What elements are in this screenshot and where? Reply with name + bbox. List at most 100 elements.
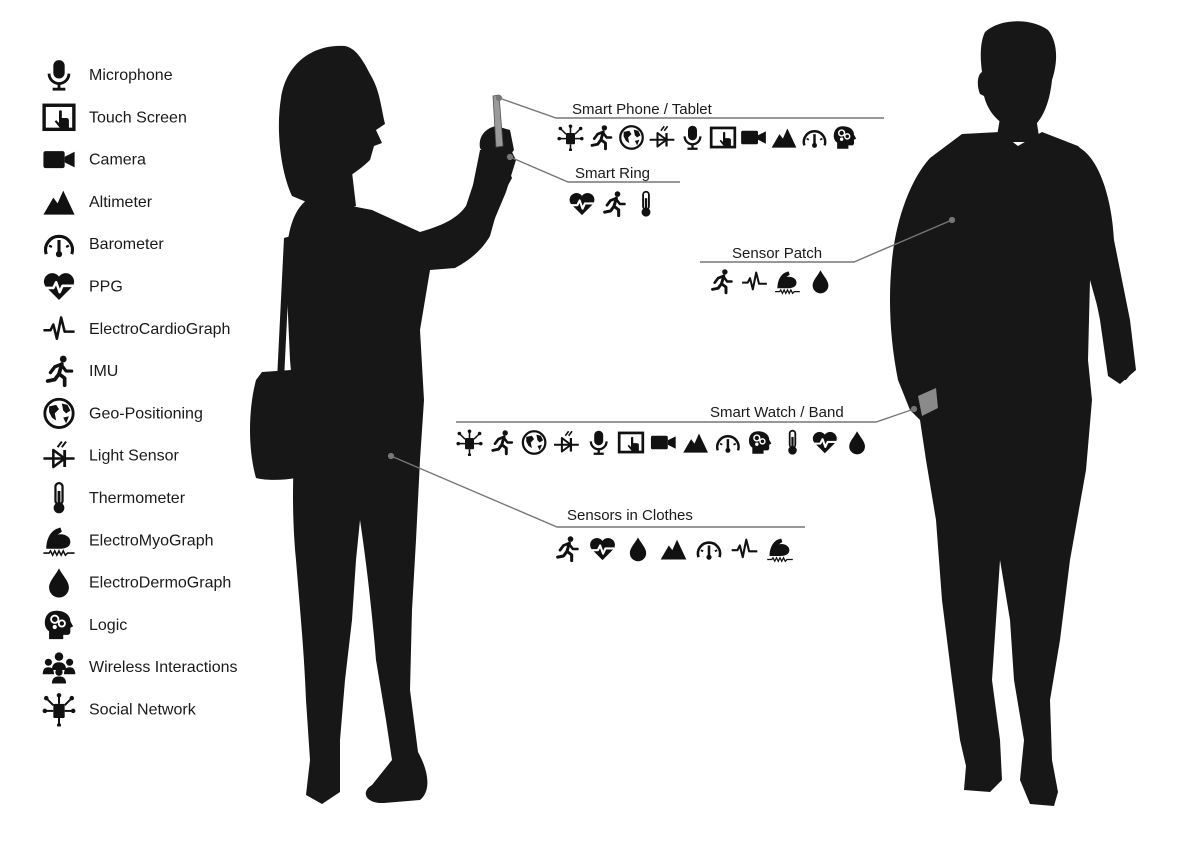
altimeter-icon bbox=[43, 190, 75, 215]
altimeter-icon bbox=[660, 539, 687, 560]
imu-icon bbox=[711, 268, 734, 295]
legend-item-wireless: Wireless Interactions bbox=[42, 652, 238, 684]
device-patch-label: Sensor Patch bbox=[732, 245, 822, 262]
ecg-icon bbox=[741, 271, 768, 291]
legend-label: Social Network bbox=[89, 702, 197, 719]
microphone-icon bbox=[683, 124, 702, 151]
connector-watch bbox=[456, 408, 915, 423]
ppg-icon bbox=[568, 191, 596, 217]
logic-icon bbox=[43, 609, 75, 640]
wireless-icon bbox=[42, 652, 76, 684]
watch-band bbox=[918, 388, 938, 416]
thermometer-icon bbox=[787, 429, 798, 456]
legend-item-ecg: ElectroCardioGraph bbox=[42, 316, 230, 340]
phone-device bbox=[492, 94, 504, 148]
geo-icon bbox=[619, 125, 644, 150]
ppg-icon bbox=[42, 271, 76, 302]
edg-icon bbox=[812, 270, 829, 294]
legend-item-imu: IMU bbox=[45, 354, 118, 388]
device-ring-label: Smart Ring bbox=[575, 165, 650, 182]
imu-icon bbox=[556, 535, 580, 563]
legend-label: ElectroDermoGraph bbox=[89, 575, 231, 592]
legend-label: Geo-Positioning bbox=[89, 405, 203, 422]
touch-screen-icon bbox=[617, 431, 645, 454]
legend-label: Microphone bbox=[89, 67, 173, 84]
device-smartphone: Smart Phone / Tablet bbox=[557, 101, 857, 151]
legend-item-altimeter: Altimeter bbox=[43, 190, 153, 215]
device-clothes: Sensors in Clothes bbox=[556, 507, 794, 563]
light-icon bbox=[552, 430, 580, 453]
device-patch-icons bbox=[711, 268, 829, 295]
ppg-icon bbox=[589, 536, 616, 562]
legend-label: Logic bbox=[89, 617, 127, 634]
device-smartphone-label: Smart Phone / Tablet bbox=[572, 101, 713, 118]
legend-label: ElectroCardioGraph bbox=[89, 321, 230, 338]
imu-icon bbox=[491, 429, 514, 456]
ecg-icon bbox=[42, 316, 76, 340]
connector-patch bbox=[700, 219, 953, 263]
imu-icon bbox=[45, 354, 74, 388]
light-icon bbox=[648, 125, 676, 148]
logic-icon bbox=[833, 125, 857, 150]
thermometer-icon bbox=[52, 481, 66, 515]
camera-icon bbox=[43, 151, 75, 169]
device-watch: Smart Watch / Band bbox=[456, 404, 865, 456]
legend-item-geo: Geo-Positioning bbox=[43, 397, 203, 429]
imu-icon bbox=[603, 190, 627, 218]
legend-item-social: Social Network bbox=[42, 692, 197, 727]
altimeter-icon bbox=[771, 128, 797, 148]
legend-label: IMU bbox=[89, 363, 118, 380]
ecg-icon bbox=[730, 538, 759, 559]
legend-label: ElectroMyoGraph bbox=[89, 532, 214, 549]
connector-ring bbox=[509, 156, 680, 183]
connector-lines bbox=[387, 94, 956, 528]
barometer-icon bbox=[802, 129, 827, 150]
altimeter-icon bbox=[683, 433, 708, 453]
connector-smartphone bbox=[498, 97, 884, 119]
legend-label: Touch Screen bbox=[89, 109, 187, 126]
legend-label: Light Sensor bbox=[89, 448, 180, 465]
geo-icon bbox=[521, 430, 547, 455]
edg-icon bbox=[629, 537, 647, 562]
emg-icon bbox=[774, 270, 801, 294]
touch-screen-icon bbox=[709, 126, 737, 149]
logic-icon bbox=[748, 430, 773, 455]
woman-silhouette bbox=[250, 45, 516, 804]
device-watch-icons bbox=[456, 429, 865, 456]
emg-icon bbox=[42, 526, 76, 556]
emg-icon bbox=[766, 537, 794, 562]
social-icon bbox=[42, 692, 76, 727]
legend-label: PPG bbox=[89, 279, 123, 296]
camera-icon bbox=[650, 435, 676, 450]
device-patch: Sensor Patch bbox=[711, 245, 829, 295]
touch-screen-icon bbox=[42, 103, 76, 132]
edg-icon bbox=[849, 431, 865, 455]
legend-label: Altimeter bbox=[89, 194, 153, 211]
device-watch-label: Smart Watch / Band bbox=[710, 404, 844, 421]
legend-item-barometer: Barometer bbox=[43, 234, 164, 259]
thermometer-icon bbox=[640, 190, 652, 218]
legend-label: Barometer bbox=[89, 236, 164, 253]
camera-icon bbox=[741, 130, 766, 145]
device-clothes-icons bbox=[556, 535, 794, 563]
social-icon bbox=[456, 429, 483, 456]
device-ring: Smart Ring bbox=[568, 165, 652, 218]
legend-item-logic: Logic bbox=[43, 609, 127, 640]
legend-item-camera: Camera bbox=[43, 151, 146, 169]
legend-item-ppg: PPG bbox=[42, 271, 123, 302]
legend-item-light: Light Sensor bbox=[42, 440, 180, 469]
microphone-icon bbox=[589, 429, 608, 456]
legend-item-thermometer: Thermometer bbox=[52, 481, 186, 515]
man-silhouette bbox=[890, 21, 1136, 806]
light-icon bbox=[42, 440, 76, 469]
legend-item-touch-screen: Touch Screen bbox=[42, 103, 187, 132]
imu-icon bbox=[590, 124, 613, 151]
device-smartphone-icons bbox=[557, 124, 857, 151]
social-icon bbox=[557, 124, 584, 151]
ppg-icon bbox=[811, 430, 838, 455]
geo-icon bbox=[43, 397, 75, 429]
connector-clothes bbox=[390, 455, 805, 528]
legend-label: Thermometer bbox=[89, 490, 186, 507]
